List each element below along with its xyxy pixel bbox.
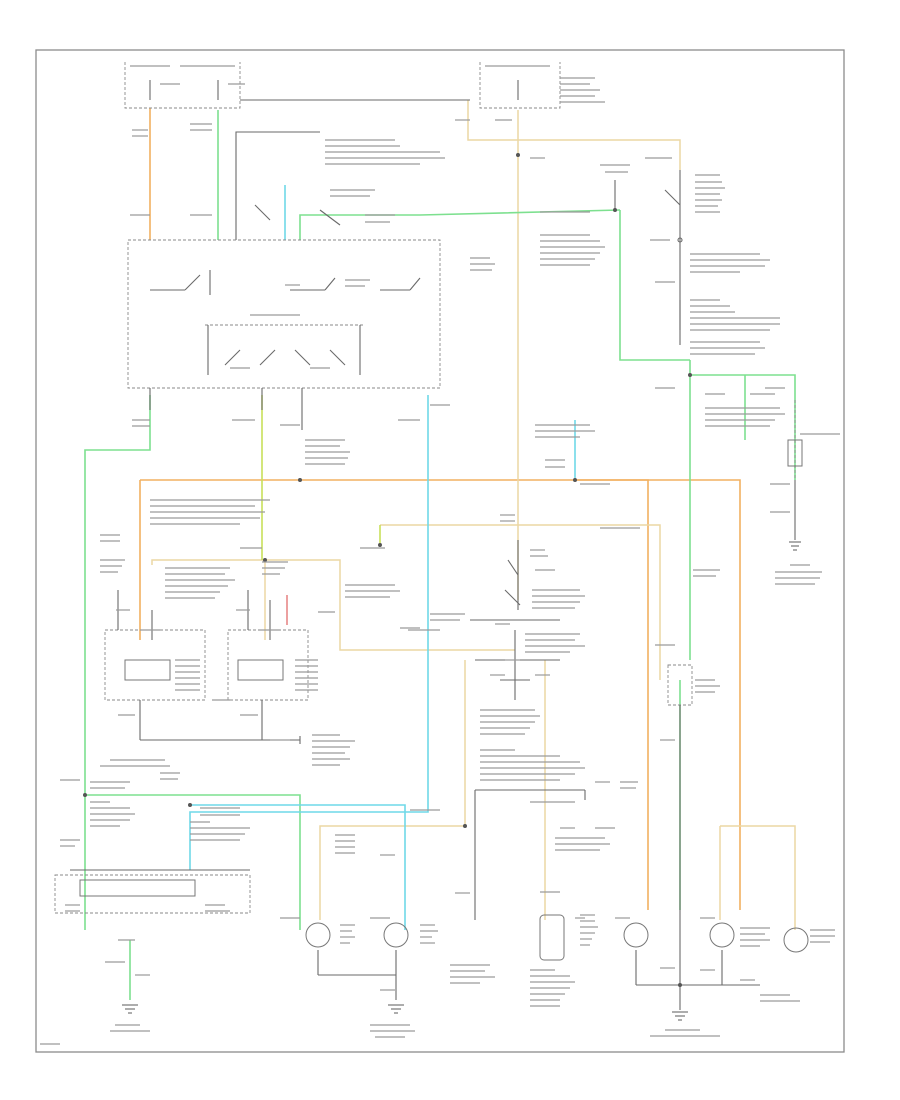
diagram-border — [35, 49, 845, 1053]
wires-cyan — [189, 185, 576, 930]
wires-orange — [139, 108, 741, 910]
junction-dots — [83, 153, 692, 987]
wires-black — [54, 62, 809, 1021]
wires-yellow-green — [261, 395, 381, 560]
label-marks — [40, 65, 840, 1045]
